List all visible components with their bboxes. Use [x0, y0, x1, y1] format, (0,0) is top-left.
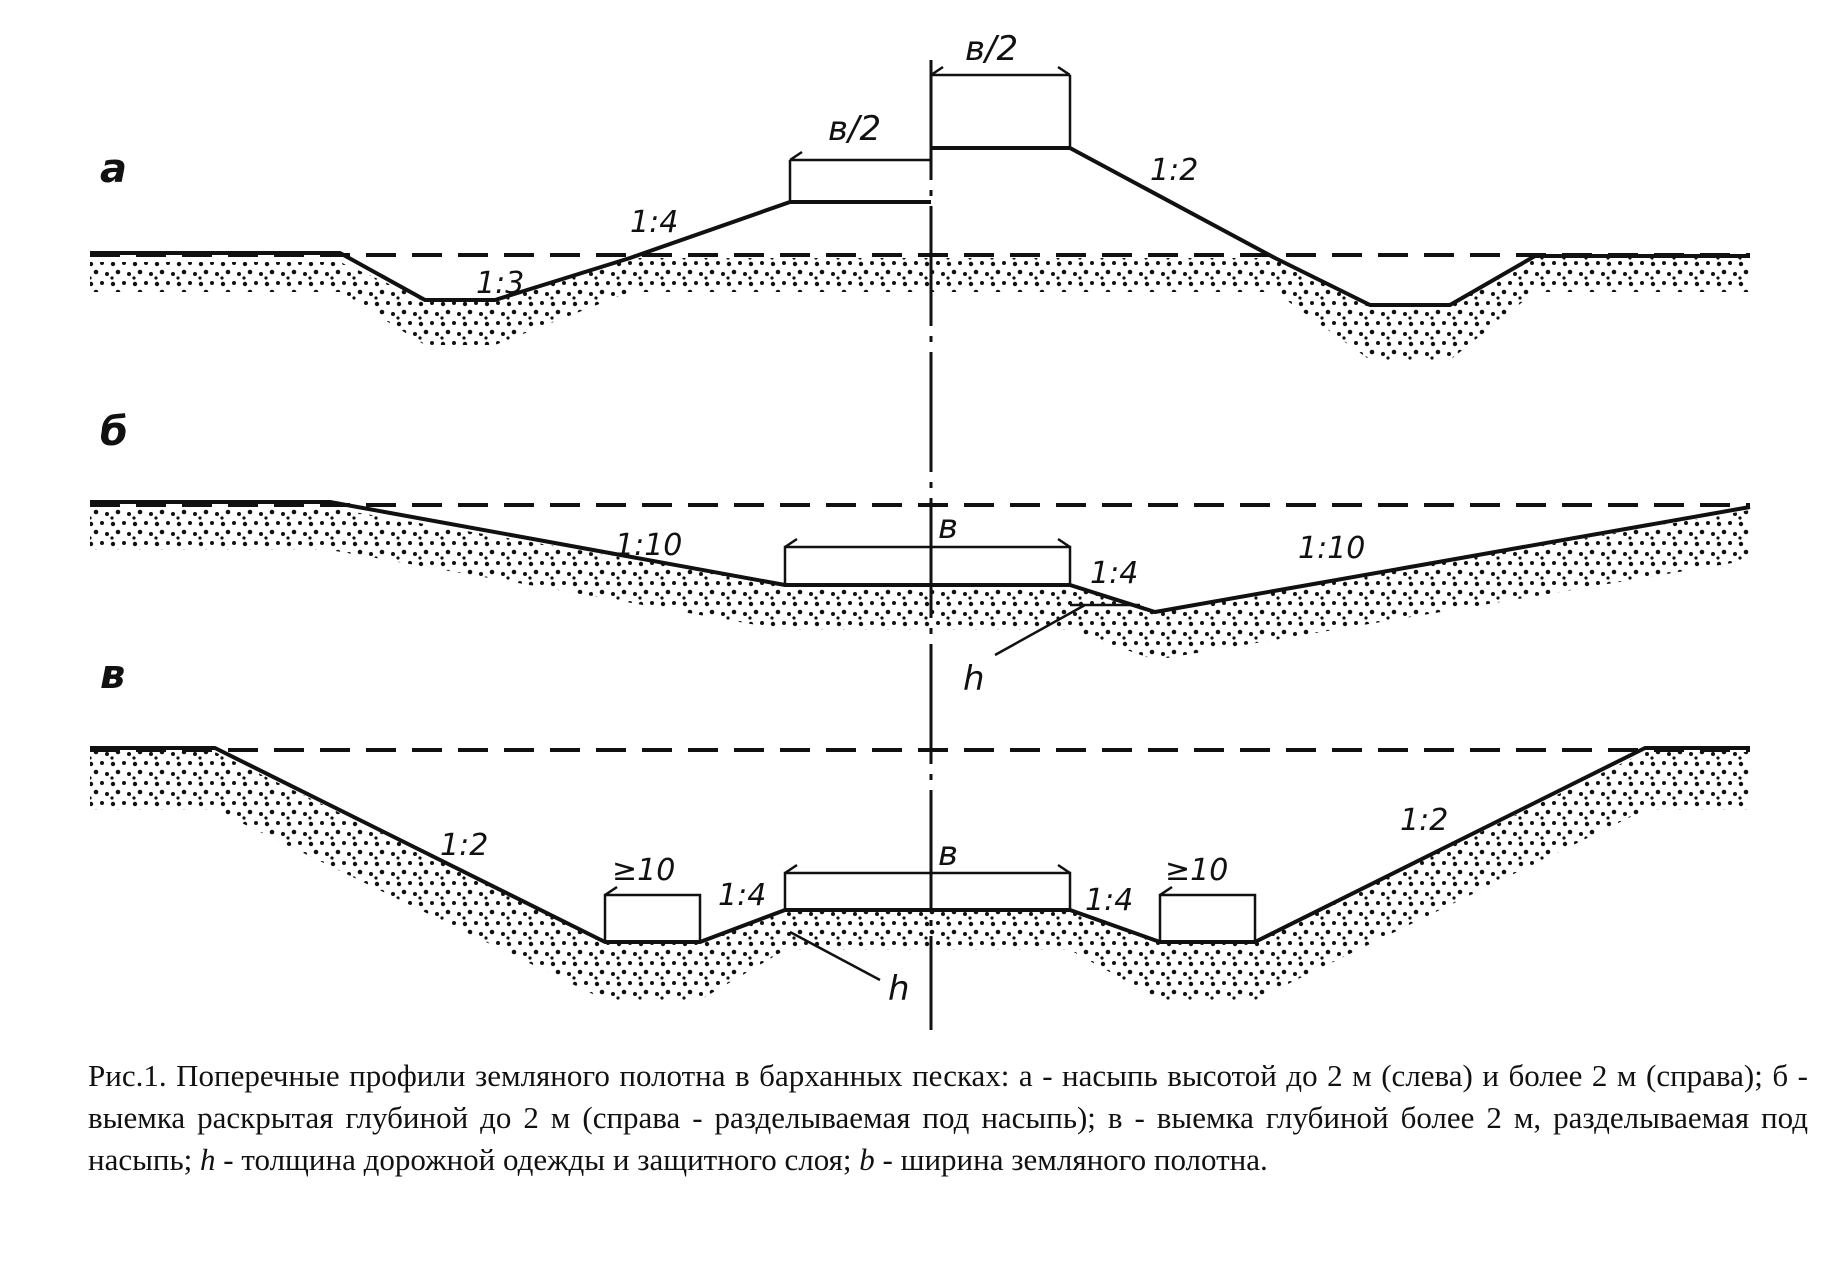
- section-a-letter: а: [100, 146, 127, 192]
- section-a-dim-right: [930, 65, 1072, 148]
- section-b-h-leader: [994, 603, 1140, 657]
- figure-caption: Рис.1. Поперечные профили земляного поло…: [88, 1055, 1808, 1181]
- caption-text-part1: Рис.1. Поперечные профили земляного поло…: [88, 1058, 1808, 1177]
- section-c-berm-left-label: ≥10: [612, 853, 675, 888]
- section-a-dim-left: [788, 150, 931, 202]
- section-c-berm-left-dim: [603, 885, 702, 942]
- section-c-berm-right-label: ≥10: [1165, 853, 1228, 888]
- section-c-berm-right-dim: [1158, 885, 1257, 942]
- section-b-letter: б: [100, 409, 128, 455]
- section-b-profile: [90, 500, 1751, 614]
- section-b-h-label: h: [963, 659, 985, 699]
- section-a-slope-fill-left: 1:4: [630, 205, 678, 240]
- section-c-slope-inner-right: 1:4: [1085, 883, 1133, 918]
- section-c-dim-center: [783, 863, 1072, 910]
- caption-text-part3: - ширина земляного полотна.: [874, 1142, 1268, 1177]
- section-a-sand-fill: [90, 258, 1750, 360]
- section-c-sand-fill: [90, 752, 1750, 1000]
- section-a-dim-left-label: в/2: [828, 109, 881, 149]
- section-c-dim-center-label: в: [938, 834, 958, 874]
- caption-h-symbol: h: [200, 1142, 216, 1177]
- section-c: в в ≥10 ≥10 h 1:2 1:4 1:4 1:2: [90, 652, 1750, 1009]
- section-b-slope-left: 1:10: [615, 528, 682, 563]
- section-c-slope-inner-left: 1:4: [718, 878, 766, 913]
- section-c-profile: [90, 746, 1750, 944]
- section-b-dim-center: [783, 537, 1072, 585]
- section-b-slope-right: 1:10: [1298, 531, 1365, 566]
- section-c-h-leader: [789, 930, 881, 982]
- road-cross-section-figure: а в/2 в/2 1:4 1:3 1:2 б в h 1:10 1:4 1:1…: [90, 29, 1751, 1030]
- section-c-slope-left: 1:2: [440, 828, 488, 863]
- caption-b-symbol: b: [859, 1142, 875, 1177]
- section-c-h-label: h: [888, 969, 910, 1009]
- caption-text-part2: - толщина дорожной одежды и защитного сл…: [215, 1142, 860, 1177]
- section-b-sand-fill: [90, 508, 1750, 660]
- section-a-dim-right-label: в/2: [965, 29, 1018, 69]
- section-b: б в h 1:10 1:4 1:10: [90, 409, 1751, 699]
- section-c-letter: в: [100, 652, 125, 698]
- section-a-slope-ditch-left: 1:3: [476, 266, 524, 301]
- section-b-slope-shoulder: 1:4: [1090, 556, 1138, 591]
- section-c-slope-right: 1:2: [1400, 803, 1448, 838]
- section-a: а в/2 в/2 1:4 1:3 1:2: [90, 29, 1750, 360]
- section-b-dim-center-label: в: [938, 507, 958, 547]
- section-a-slope-fill-right: 1:2: [1150, 153, 1198, 188]
